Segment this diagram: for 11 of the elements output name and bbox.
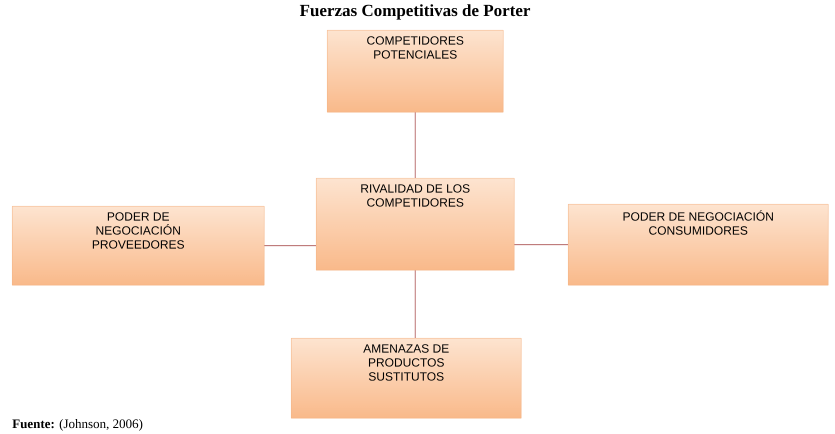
connector-line xyxy=(264,245,316,246)
connector-line xyxy=(414,112,416,178)
source-note: Fuente: (Johnson, 2006) xyxy=(12,419,142,431)
title: Fuerzas Competitivas de Porter xyxy=(300,4,530,20)
force-box: AMENAZAS DE PRODUCTOS SUSTITUTOS xyxy=(291,338,522,418)
force-box: PODER DE NEGOCIACIÓN CONSUMIDORES xyxy=(568,204,828,286)
connector-line xyxy=(414,270,416,338)
force-box: RIVALIDAD DE LOS COMPETIDORES xyxy=(316,178,514,270)
force-box: PODER DE NEGOCIACIÓN PROVEEDORES xyxy=(12,206,264,286)
connector-line xyxy=(514,244,568,246)
force-box: COMPETIDORES POTENCIALES xyxy=(327,30,504,112)
